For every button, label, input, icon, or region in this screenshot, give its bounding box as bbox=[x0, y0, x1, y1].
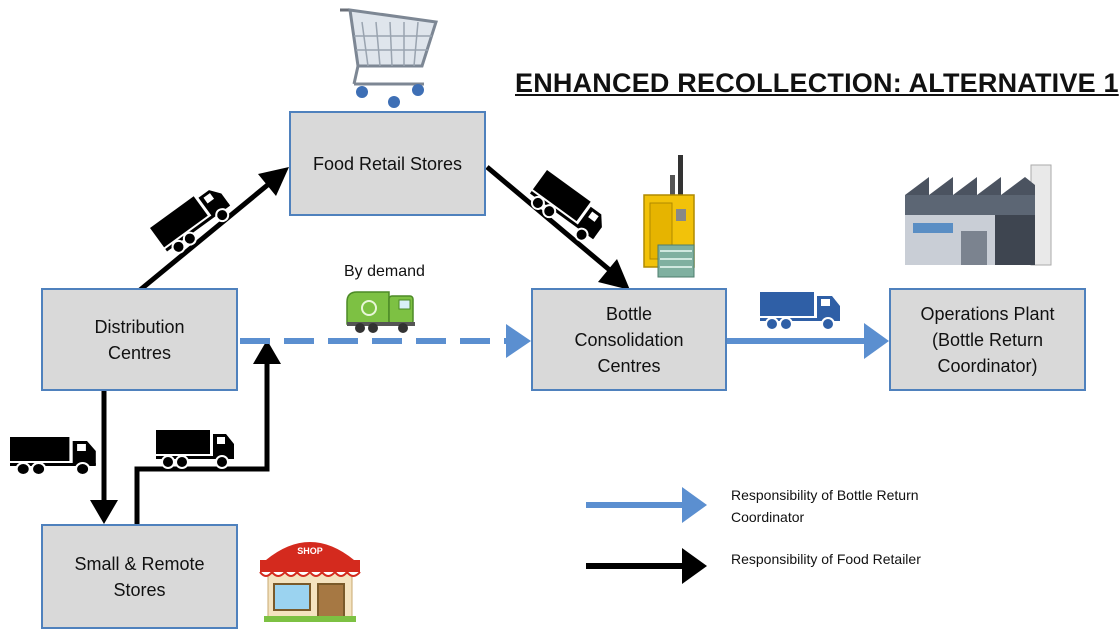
food-retail-stores-box: Food Retail Stores bbox=[289, 111, 486, 216]
diagram-title: ENHANCED RECOLLECTION: ALTERNATIVE 1 bbox=[515, 68, 1119, 98]
arrow-distribution-to-consolidation-dashed bbox=[240, 324, 531, 358]
arrow-small-remote-to-distribution bbox=[134, 340, 281, 524]
garbage-truck-icon bbox=[346, 291, 415, 333]
legend-coordinator-label: Responsibility of Bottle Return Coordina… bbox=[731, 487, 919, 525]
truck-icon bbox=[760, 292, 840, 331]
bottle-consolidation-centres-label: Bottle Consolidation Centres bbox=[574, 303, 684, 376]
small-remote-stores-box: Small & Remote Stores bbox=[41, 524, 238, 629]
arrow-distribution-to-food-retail bbox=[138, 167, 289, 292]
legend-blue-arrow bbox=[586, 487, 707, 523]
distribution-centres-label: Distribution Centres bbox=[94, 316, 185, 363]
distribution-centres-box: Distribution Centres bbox=[41, 288, 238, 391]
arrow-distribution-to-small-remote bbox=[90, 391, 118, 524]
arrow-consolidation-to-operations bbox=[727, 323, 889, 359]
shop-sign-text: SHOP bbox=[297, 546, 323, 556]
factory-icon bbox=[905, 164, 1052, 266]
small-remote-stores-label: Small & Remote Stores bbox=[74, 553, 205, 600]
truck-icon bbox=[8, 435, 97, 477]
truck-icon bbox=[523, 169, 612, 248]
by-demand-label: By demand bbox=[344, 263, 425, 280]
legend-black-arrow bbox=[586, 548, 707, 584]
arrow-food-retail-to-consolidation bbox=[485, 165, 630, 290]
food-retail-stores-label: Food Retail Stores bbox=[312, 153, 463, 174]
operations-plant-box: Operations Plant (Bottle Return Coordina… bbox=[889, 288, 1086, 391]
operations-plant-label: Operations Plant (Bottle Return Coordina… bbox=[920, 303, 1055, 376]
shopping-cart-icon bbox=[340, 8, 438, 108]
shop-icon: SHOP bbox=[259, 542, 361, 622]
truck-icon bbox=[155, 429, 235, 469]
baler-machine-icon bbox=[643, 155, 695, 278]
bottle-consolidation-centres-box: Bottle Consolidation Centres bbox=[531, 288, 727, 391]
legend-retailer-label: Responsibility of Food Retailer bbox=[731, 551, 921, 567]
truck-icon bbox=[149, 181, 237, 260]
